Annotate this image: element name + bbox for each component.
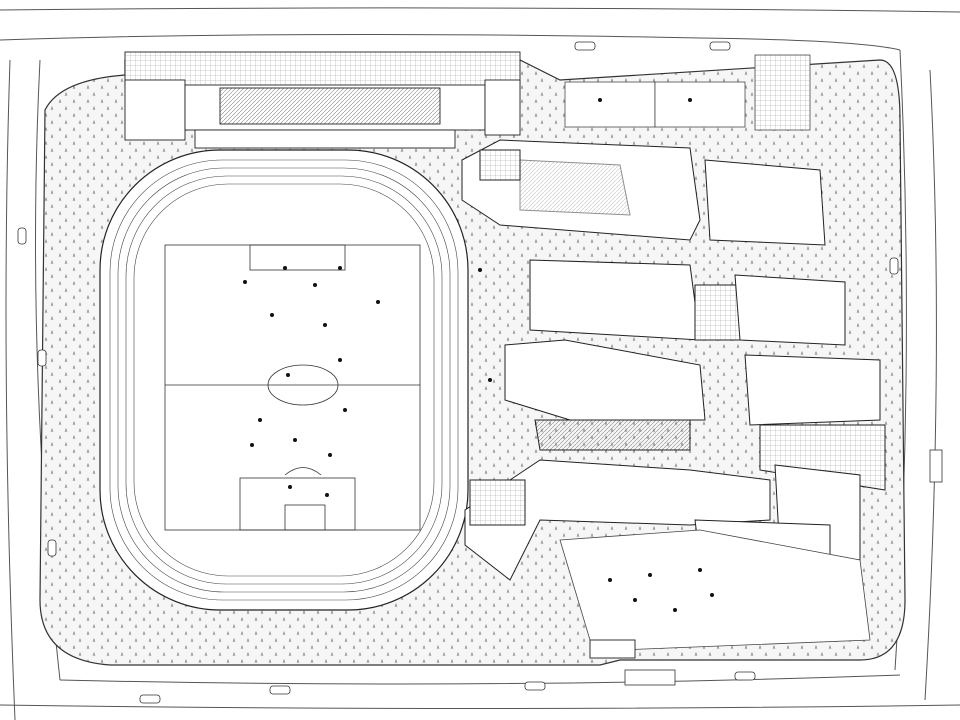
north-building <box>124 51 521 149</box>
road-bottom-edge <box>0 704 960 709</box>
road-top-inner <box>0 33 901 51</box>
roads <box>0 7 960 720</box>
football-field <box>164 244 421 531</box>
basketball-courts <box>564 54 811 131</box>
courtyard-1 <box>534 419 691 451</box>
road-top-edge <box>0 7 960 13</box>
school-buildings <box>461 139 886 581</box>
road-left-edge <box>5 59 16 720</box>
people <box>243 98 714 612</box>
building-block-6 <box>744 354 881 426</box>
gray-roof <box>519 159 631 216</box>
vehicles <box>17 41 943 704</box>
road-right-edge <box>924 69 937 701</box>
road-bottom-inner <box>59 674 901 685</box>
building-block-3 <box>529 259 701 341</box>
building-block-5 <box>504 339 706 421</box>
building-block-4 <box>734 274 846 346</box>
building-block-2 <box>704 159 826 246</box>
gate <box>589 639 636 659</box>
